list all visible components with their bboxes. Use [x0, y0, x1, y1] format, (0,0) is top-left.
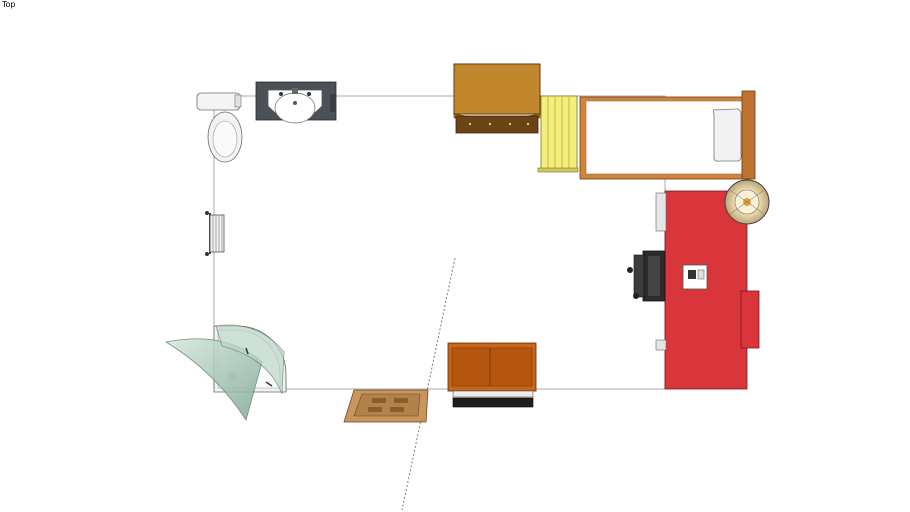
toilet[interactable] [196, 92, 243, 163]
section-line [401, 257, 456, 511]
desk-chair[interactable] [627, 250, 666, 302]
shower-tray[interactable] [343, 389, 429, 423]
view-label: Top [2, 0, 16, 9]
dresser[interactable] [453, 63, 541, 134]
bedside-rack[interactable] [537, 95, 579, 173]
desk[interactable] [655, 190, 760, 390]
bathroom-sink[interactable] [255, 81, 337, 124]
towel-rack[interactable] [205, 211, 225, 256]
single-bed[interactable] [579, 90, 756, 180]
floor-lamp[interactable] [724, 179, 770, 225]
tv-cabinet[interactable] [447, 342, 537, 408]
corner-shower[interactable] [164, 324, 287, 421]
